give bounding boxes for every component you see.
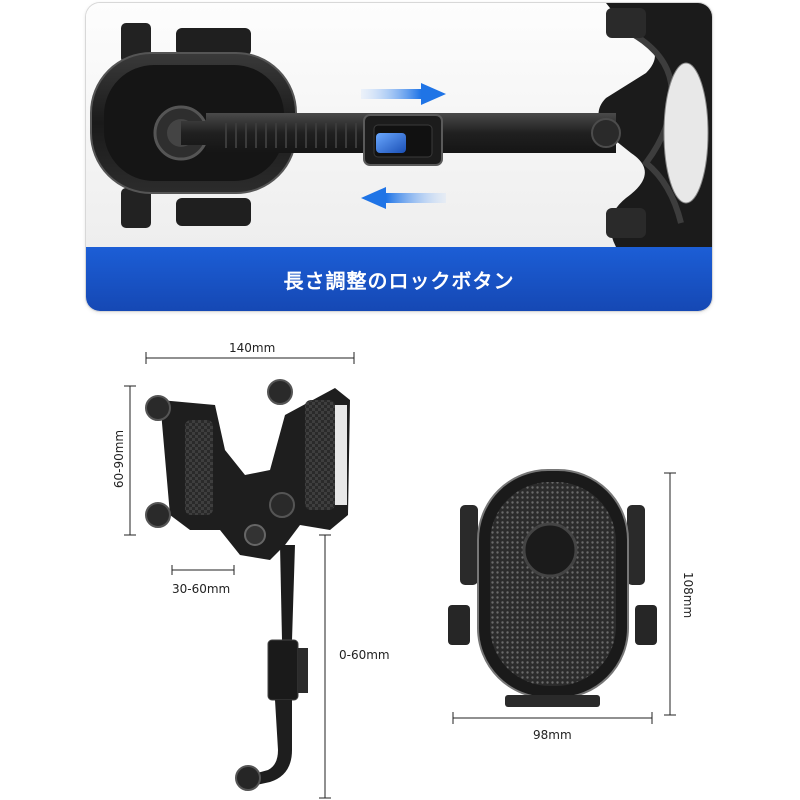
lock-button	[363, 114, 443, 166]
holder-height-label: 108mm	[681, 571, 696, 619]
holder-width-label: 98mm	[533, 728, 572, 742]
width-dimension-line	[145, 352, 355, 364]
height-range-dimension-line	[124, 385, 136, 536]
width-total-label: 140mm	[229, 341, 276, 355]
mirror-clamp	[145, 379, 350, 560]
side-view-drawing	[124, 352, 676, 799]
top-photo-panel: 長さ調整のロックボタン	[86, 3, 712, 311]
retract-arrow	[361, 187, 446, 209]
extend-arrow	[361, 83, 446, 105]
lock-button-photo	[86, 3, 712, 247]
clamp-range-label: 30-60mm	[172, 582, 231, 596]
mirror-bracket	[598, 3, 712, 247]
caption-bar: 長さ調整のロックボタン	[86, 247, 712, 311]
clamp-range-dimension-line	[171, 565, 235, 575]
arm-extension-label: 0-60mm	[339, 648, 390, 662]
extension-arm	[235, 545, 308, 791]
front-holder	[448, 469, 676, 724]
arm-extension-dimension-line	[319, 534, 331, 799]
height-range-label: 60-90mm	[112, 429, 127, 489]
caption-text: 長さ調整のロックボタン	[283, 268, 515, 293]
dimension-diagrams: 140mm 60-90mm 30-60mm 0-60mm 98mm 108mm	[0, 330, 800, 800]
